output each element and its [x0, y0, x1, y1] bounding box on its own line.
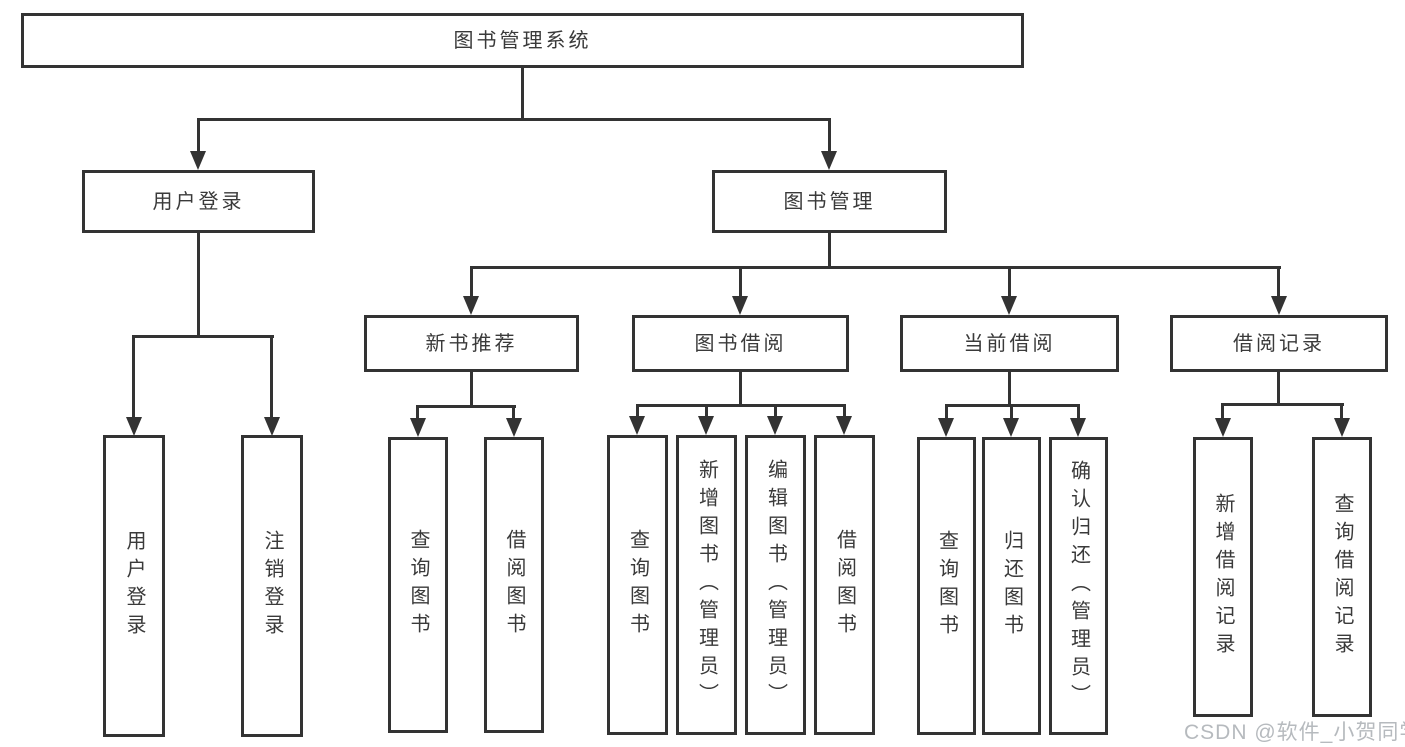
leaf-new-book-1-label: 查询图书	[407, 529, 429, 641]
leaf-book-borrow-1-label: 查询图书	[626, 529, 649, 641]
arrowhead-newbook-leaf1-icon	[410, 418, 426, 437]
leaf-new-book-1: 查询图书	[388, 437, 448, 733]
leaf-book-borrow-3-label: 编辑图书（管理员）	[764, 459, 787, 711]
connector-userlogin-hline	[132, 335, 274, 338]
node-book-borrow: 图书借阅	[632, 315, 849, 372]
arrowhead-borrowrecords-leaf1-icon	[1215, 418, 1231, 437]
connector-userlogin-stem2	[270, 335, 273, 417]
leaf-user-login-2: 注销登录	[241, 435, 303, 737]
node-current-borrow: 当前借阅	[900, 315, 1119, 372]
connector-borrowrecords-stem1	[1221, 403, 1224, 418]
leaf-new-book-2: 借阅图书	[484, 437, 544, 733]
leaf-book-borrow-3: 编辑图书（管理员）	[745, 435, 806, 735]
arrowhead-currentborrow-leaf2-icon	[1003, 418, 1019, 437]
connector-bookmgmt-stem4	[1277, 266, 1280, 297]
connector-borrowrecords-vline	[1277, 372, 1280, 403]
node-borrow-records-label: 借阅记录	[1233, 332, 1325, 355]
arrowhead-borrowrecords-leaf2-icon	[1334, 418, 1350, 437]
connector-newbook-stem2	[512, 405, 515, 419]
node-book-management: 图书管理	[712, 170, 947, 233]
csdn-watermark: CSDN @软件_小贺同学	[1184, 721, 1405, 744]
arrowhead-newbook-leaf2-icon	[506, 418, 522, 437]
connector-currentborrow-stem3	[1077, 404, 1080, 418]
connector-bookborrow-stem4	[843, 404, 846, 417]
leaf-current-borrow-2: 归还图书	[982, 437, 1041, 735]
connector-root-stem-left	[197, 118, 200, 152]
leaf-current-borrow-3-label: 确认归还（管理员）	[1067, 460, 1090, 712]
node-book-borrow-label: 图书借阅	[694, 332, 787, 355]
leaf-current-borrow-3: 确认归还（管理员）	[1049, 437, 1108, 735]
leaf-borrow-records-2-label: 查询借阅记录	[1331, 493, 1353, 661]
connector-bookmgmt-vline	[828, 233, 831, 268]
node-new-book-recommend-label: 新书推荐	[425, 332, 518, 355]
connector-newbook-vline	[470, 372, 473, 405]
connector-bookmgmt-stem3	[1008, 266, 1011, 297]
leaf-current-borrow-1-label: 查询图书	[935, 530, 958, 642]
leaf-book-borrow-2-label: 新增图书（管理员）	[695, 459, 718, 711]
connector-bookmgmt-stem1	[470, 266, 473, 297]
leaf-borrow-records-1: 新增借阅记录	[1193, 437, 1253, 717]
arrowhead-book-management-icon	[821, 151, 837, 170]
connector-userlogin-vline	[197, 233, 200, 335]
arrowhead-book-borrow-icon	[732, 296, 748, 315]
leaf-book-borrow-2: 新增图书（管理员）	[676, 435, 737, 735]
arrowhead-currentborrow-leaf3-icon	[1070, 418, 1086, 437]
node-user-login: 用户登录	[82, 170, 315, 233]
arrowhead-current-borrow-icon	[1001, 296, 1017, 315]
connector-currentborrow-vline	[1008, 372, 1011, 404]
arrowhead-user-login-leaf2-icon	[264, 417, 280, 436]
leaf-current-borrow-1: 查询图书	[917, 437, 976, 735]
leaf-current-borrow-2-label: 归还图书	[1000, 530, 1023, 642]
connector-userlogin-stem1	[132, 335, 135, 417]
connector-bookmgmt-hline	[470, 266, 1281, 269]
node-root-label: 图书管理系统	[453, 29, 592, 52]
leaf-new-book-2-label: 借阅图书	[503, 529, 525, 641]
leaf-user-login-1-label: 用户登录	[123, 530, 145, 642]
node-current-borrow-label: 当前借阅	[963, 332, 1056, 355]
node-book-management-label: 图书管理	[783, 190, 876, 213]
connector-bookborrow-stem3	[774, 404, 777, 417]
arrowhead-borrow-records-icon	[1271, 296, 1287, 315]
arrowhead-bookborrow-leaf2-icon	[698, 416, 714, 435]
connector-bookborrow-stem1	[636, 404, 639, 417]
leaf-user-login-1: 用户登录	[103, 435, 165, 737]
arrowhead-new-book-icon	[463, 296, 479, 315]
connector-bookborrow-stem2	[705, 404, 708, 417]
connector-root-stem-right	[828, 118, 831, 152]
leaf-book-borrow-1: 查询图书	[607, 435, 668, 735]
node-user-login-label: 用户登录	[152, 190, 245, 213]
connector-newbook-hline	[416, 405, 516, 408]
connector-newbook-stem1	[416, 405, 419, 419]
connector-bookborrow-hline	[636, 404, 846, 407]
leaf-book-borrow-4: 借阅图书	[814, 435, 875, 735]
connector-borrowrecords-stem2	[1340, 403, 1343, 418]
leaf-borrow-records-1-label: 新增借阅记录	[1212, 493, 1234, 661]
arrowhead-bookborrow-leaf1-icon	[629, 416, 645, 435]
leaf-borrow-records-2: 查询借阅记录	[1312, 437, 1372, 717]
node-new-book-recommend: 新书推荐	[364, 315, 579, 372]
connector-bookmgmt-stem2	[739, 266, 742, 297]
connector-currentborrow-stem2	[1010, 404, 1013, 418]
arrowhead-bookborrow-leaf4-icon	[836, 416, 852, 435]
arrowhead-bookborrow-leaf3-icon	[767, 416, 783, 435]
leaf-book-borrow-4-label: 借阅图书	[833, 529, 856, 641]
node-borrow-records: 借阅记录	[1170, 315, 1388, 372]
connector-root-hline	[197, 118, 831, 121]
arrowhead-user-login-leaf1-icon	[126, 417, 142, 436]
connector-currentborrow-stem1	[945, 404, 948, 418]
arrowhead-user-login-icon	[190, 151, 206, 170]
connector-bookborrow-vline	[739, 372, 742, 404]
connector-root-vline	[521, 68, 524, 121]
connector-borrowrecords-hline	[1221, 403, 1344, 406]
node-root: 图书管理系统	[21, 13, 1024, 68]
leaf-user-login-2-label: 注销登录	[261, 530, 283, 642]
arrowhead-currentborrow-leaf1-icon	[938, 418, 954, 437]
